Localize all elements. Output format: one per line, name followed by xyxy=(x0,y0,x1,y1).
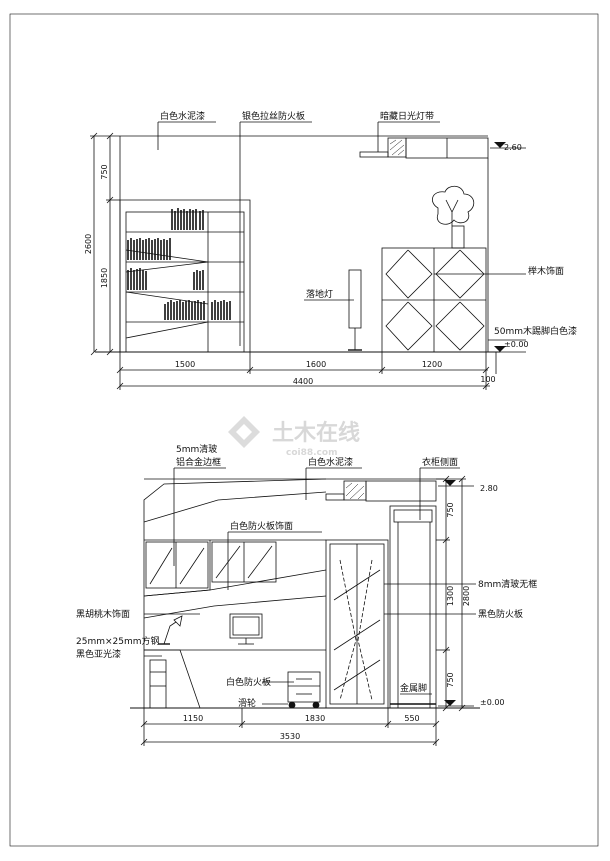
bottom-callouts xyxy=(144,467,476,705)
beech-cabinet xyxy=(381,247,487,353)
watermark-main: 土木在线 xyxy=(272,420,360,446)
glass-wardrobe-door xyxy=(325,539,389,709)
floor-lamp xyxy=(348,269,362,351)
top-level-ceiling-marker xyxy=(490,142,526,149)
bottom-level-floor: ±0.00 xyxy=(480,698,505,707)
dim-bottom-b: 1830 xyxy=(305,714,325,723)
label-silver-board: 银色拉丝防火板 xyxy=(242,110,305,122)
dim-top-total-h: 4400 xyxy=(293,377,313,386)
dim-bottom-total: 2800 xyxy=(462,586,471,606)
wardrobe-side-panel xyxy=(389,505,437,709)
label-metal-foot: 金属脚 xyxy=(400,682,427,694)
desk-lamp xyxy=(158,615,183,645)
hidden-light-box xyxy=(359,137,489,159)
top-vertical-dims xyxy=(90,132,120,356)
watermark-logo-icon xyxy=(228,416,260,448)
dim-top-b: 1600 xyxy=(306,360,326,369)
dim-bottom-bottom: 750 xyxy=(446,672,455,687)
glass-wall-cabinet xyxy=(145,541,277,589)
bottom-level-ceiling-marker xyxy=(438,480,474,487)
bottom-vertical-dims xyxy=(436,475,466,712)
bottom-elevation: 5mm清玻 铝合金边框 白色水泥漆 衣柜侧面 白色防火板饰面 8mm清玻无框 黑… xyxy=(76,443,537,746)
dim-top-c: 1200 xyxy=(422,360,442,369)
label-black-fire-board: 黑色防火板 xyxy=(478,608,523,620)
watermark: 土木在线 coi88.com xyxy=(228,416,360,458)
label-floor-lamp: 落地灯 xyxy=(306,288,333,300)
potted-plant xyxy=(431,185,475,249)
label-steel-line2: 黑色亚光漆 xyxy=(76,648,121,660)
label-wardrobe-side: 衣柜侧面 xyxy=(422,456,458,468)
label-black-walnut: 黑胡桃木饰面 xyxy=(76,608,130,620)
top-level-floor: ±0.00 xyxy=(504,340,529,349)
drawer-unit xyxy=(287,671,321,709)
bottom-level-ceiling: 2.80 xyxy=(480,484,498,493)
dim-top-total: 2600 xyxy=(84,234,93,254)
label-white-fire-board: 白色防火板饰面 xyxy=(230,520,293,532)
label-glass-edge-line1: 5mm清玻 xyxy=(176,443,217,455)
dim-top-d: 100 xyxy=(480,375,495,384)
watermark-sub: coi88.com xyxy=(286,448,337,458)
dim-bottom-mid: 1300 xyxy=(446,586,455,606)
bottom-ceiling-detail xyxy=(325,480,437,502)
dim-bottom-total-h: 3530 xyxy=(280,732,300,741)
dim-top-a: 1500 xyxy=(175,360,195,369)
label-glass-edge-line2: 铝合金边框 xyxy=(176,456,221,468)
label-clear-glass: 8mm清玻无框 xyxy=(478,578,537,590)
dim-top-upper: 750 xyxy=(100,164,109,179)
label-skirting: 50mm木踢脚白色漆 xyxy=(494,325,577,337)
dim-bottom-top: 750 xyxy=(446,502,455,517)
desk-monitor xyxy=(229,613,263,645)
drawing-frame xyxy=(9,13,599,847)
bottom-horizontal-dims xyxy=(140,708,440,746)
top-callouts xyxy=(157,121,526,346)
top-level-ceiling: 2.60 xyxy=(504,143,522,152)
label-caster: 滑轮 xyxy=(238,697,256,709)
label-white-cement-2: 白色水泥漆 xyxy=(308,456,353,468)
dim-bottom-a: 1150 xyxy=(183,714,203,723)
label-hidden-light: 暗藏日光灯带 xyxy=(380,110,434,122)
top-horizontal-dims xyxy=(116,352,497,390)
label-beech-veneer: 榉木饰面 xyxy=(528,265,564,277)
label-white-board: 白色防火板 xyxy=(226,676,271,688)
dim-top-lower: 1850 xyxy=(100,268,109,288)
desk-wall-panels xyxy=(143,478,327,709)
bottom-level-floor-marker xyxy=(438,700,474,707)
computer-tower xyxy=(149,659,167,709)
bookshelf xyxy=(119,199,251,353)
label-steel-line1: 25mm×25mm方钢 xyxy=(76,635,160,647)
top-elevation: 白色水泥漆 银色拉丝防火板 暗藏日光灯带 落地灯 榉木饰面 50mm木踢脚白色漆… xyxy=(84,110,577,390)
label-white-cement: 白色水泥漆 xyxy=(160,110,205,122)
dim-bottom-c: 550 xyxy=(404,714,419,723)
